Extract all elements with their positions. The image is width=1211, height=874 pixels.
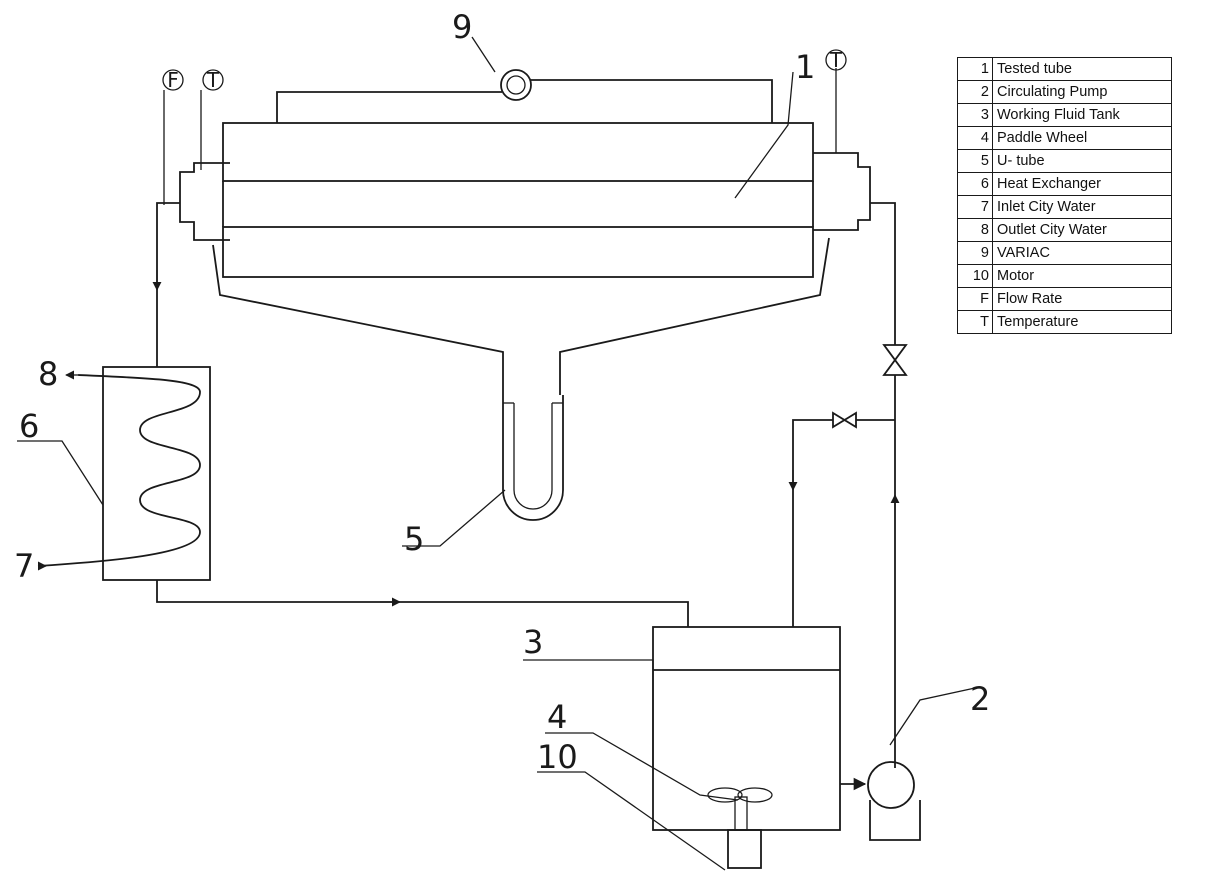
callout-3: 3: [523, 623, 543, 661]
lower-insulation-hatch: [222, 226, 814, 278]
tube-to-exchanger-line: [156, 202, 180, 367]
legend-key: 10: [957, 264, 993, 288]
legend-key: 3: [957, 103, 993, 127]
leader-lines: [17, 36, 976, 871]
left-temperature-gauge: [202, 69, 224, 91]
legend-key: 9: [957, 241, 993, 265]
callout-1: 1: [795, 48, 815, 86]
callout-4: 4: [547, 698, 567, 736]
legend-key: 7: [957, 195, 993, 219]
flow-rate-gauge: [162, 69, 184, 91]
callout-10: 10: [537, 738, 578, 776]
callout-8: 8: [38, 355, 58, 393]
legend-key: 1: [957, 57, 993, 81]
legend-key: 6: [957, 172, 993, 196]
collector-funnel: [212, 237, 830, 395]
legend-key: 4: [957, 126, 993, 150]
right-end-cap: [813, 152, 871, 231]
upper-insulation-hatch: [222, 122, 814, 182]
legend-key: 8: [957, 218, 993, 242]
right-temperature-gauge-label: T: [829, 48, 843, 72]
legend-label: Circulating Pump: [992, 80, 1172, 104]
legend-key: F: [957, 287, 993, 311]
heat-exchanger: [37, 366, 211, 581]
legend-key: 2: [957, 80, 993, 104]
legend-key: T: [957, 310, 993, 334]
callout-6: 6: [19, 407, 39, 445]
right-temperature-gauge: [825, 49, 847, 71]
paddle-wheel: [707, 787, 773, 831]
callout-5: 5: [404, 520, 424, 558]
variac: [276, 69, 773, 123]
circulating-pump: [867, 761, 921, 841]
motor: [727, 829, 762, 869]
exchanger-to-tank-line: [156, 580, 689, 627]
legend-label: VARIAC: [992, 241, 1172, 265]
right-instruments: T: [825, 48, 847, 153]
legend-label: Outlet City Water: [992, 218, 1172, 242]
working-fluid-tank: [652, 626, 841, 869]
legend-label: Heat Exchanger: [992, 172, 1172, 196]
left-temperature-gauge-label: T: [206, 68, 220, 92]
callout-2: 2: [970, 680, 990, 718]
legend-key: 5: [957, 149, 993, 173]
variac-symbol: [500, 69, 532, 101]
legend-label: Flow Rate: [992, 287, 1172, 311]
bypass-line: [792, 419, 833, 627]
left-instruments: F T: [162, 68, 224, 205]
main-valve: [882, 344, 908, 376]
heat-exchanger-coil: [37, 374, 201, 567]
legend-label: Inlet City Water: [992, 195, 1172, 219]
bypass-valve: [832, 411, 857, 429]
callout-7: 7: [14, 547, 34, 585]
left-end-cap: [179, 162, 230, 241]
pump-housing: [867, 761, 915, 809]
legend-label: Temperature: [992, 310, 1172, 334]
u-tube: [502, 395, 564, 521]
tested-tube: [179, 122, 871, 278]
legend-label: Tested tube: [992, 57, 1172, 81]
legend-label: Motor: [992, 264, 1172, 288]
legend-label: Working Fluid Tank: [992, 103, 1172, 127]
callout-9: 9: [452, 8, 472, 46]
legend-label: U- tube: [992, 149, 1172, 173]
legend-label: Paddle Wheel: [992, 126, 1172, 150]
flow-rate-gauge-label: F: [167, 68, 179, 92]
